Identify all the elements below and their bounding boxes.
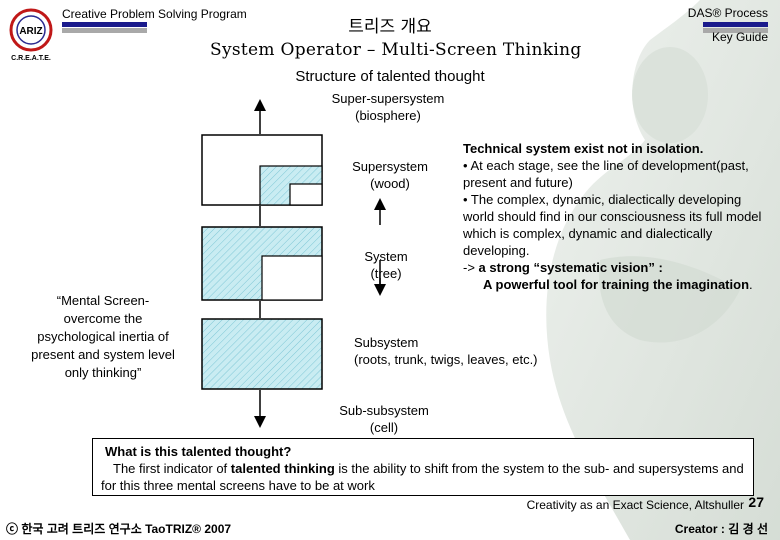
header-bar-gray-right	[703, 28, 768, 33]
page-number: 27	[748, 494, 764, 510]
super-supersystem-label: Super-supersystem (biosphere)	[331, 91, 445, 123]
technical-note-heading: Technical system exist not in isolation.	[463, 141, 704, 156]
supersystem-label: Supersystem (wood)	[352, 159, 428, 191]
diagram-heading: Structure of talented thought	[295, 68, 485, 85]
sub-subsystem-label: Sub-subsystem (cell)	[339, 403, 429, 435]
ariz-logo: ARIZ C.R.E.A.T.E.	[9, 8, 53, 62]
technical-note-conclusion-2: A powerful tool for training the imagina…	[483, 277, 750, 292]
program-label: Creative Problem Solving Program	[62, 7, 247, 21]
header-bar-blue-right	[703, 22, 768, 27]
page-title-english: System Operator – Multi-Screen Thinking	[210, 40, 582, 60]
technical-note-bullet-2: • The complex, dynamic, dialectically de…	[463, 192, 762, 258]
header-bar-gray	[62, 28, 147, 33]
question-box: What is this talented thought? The first…	[92, 438, 754, 496]
subsystem-box	[201, 318, 323, 390]
svg-text:C.R.E.A.T.E.: C.R.E.A.T.E.	[11, 55, 51, 62]
system-operator-diagram	[201, 99, 386, 428]
page-title-korean: 트리즈 개요	[348, 17, 432, 37]
system-inner-subsystem	[261, 255, 323, 301]
copyright-footer: ⓒ 한국 고려 트리즈 연구소 TaoTRIZ® 2007	[6, 522, 232, 536]
technical-note-conclusion: -> a strong “systematic vision” :	[463, 260, 663, 275]
question-text: What is this talented thought?	[105, 444, 292, 459]
svg-text:ARIZ: ARIZ	[19, 26, 42, 37]
subsystem-label: Subsystem (roots, trunk, twigs, leaves, …	[354, 335, 538, 367]
creator-footer: Creator : 김 경 선	[674, 522, 768, 536]
key-guide-label: Key Guide	[711, 30, 768, 44]
header-bar-blue	[62, 22, 147, 27]
source-citation: Creativity as an Exact Science, Altshull…	[526, 498, 744, 512]
technical-note-bullet-1: • At each stage, see the line of develop…	[463, 158, 749, 190]
mental-screen-quote: “Mental Screen- overcome the psychologic…	[31, 293, 175, 380]
supersystem-inner-subsystem	[289, 183, 323, 206]
das-process-label: DAS® Process	[687, 6, 768, 20]
answer-text: The first indicator of talented thinking…	[101, 461, 744, 493]
technical-note: Technical system exist not in isolation.…	[463, 141, 762, 292]
system-label: System (tree)	[364, 249, 408, 281]
